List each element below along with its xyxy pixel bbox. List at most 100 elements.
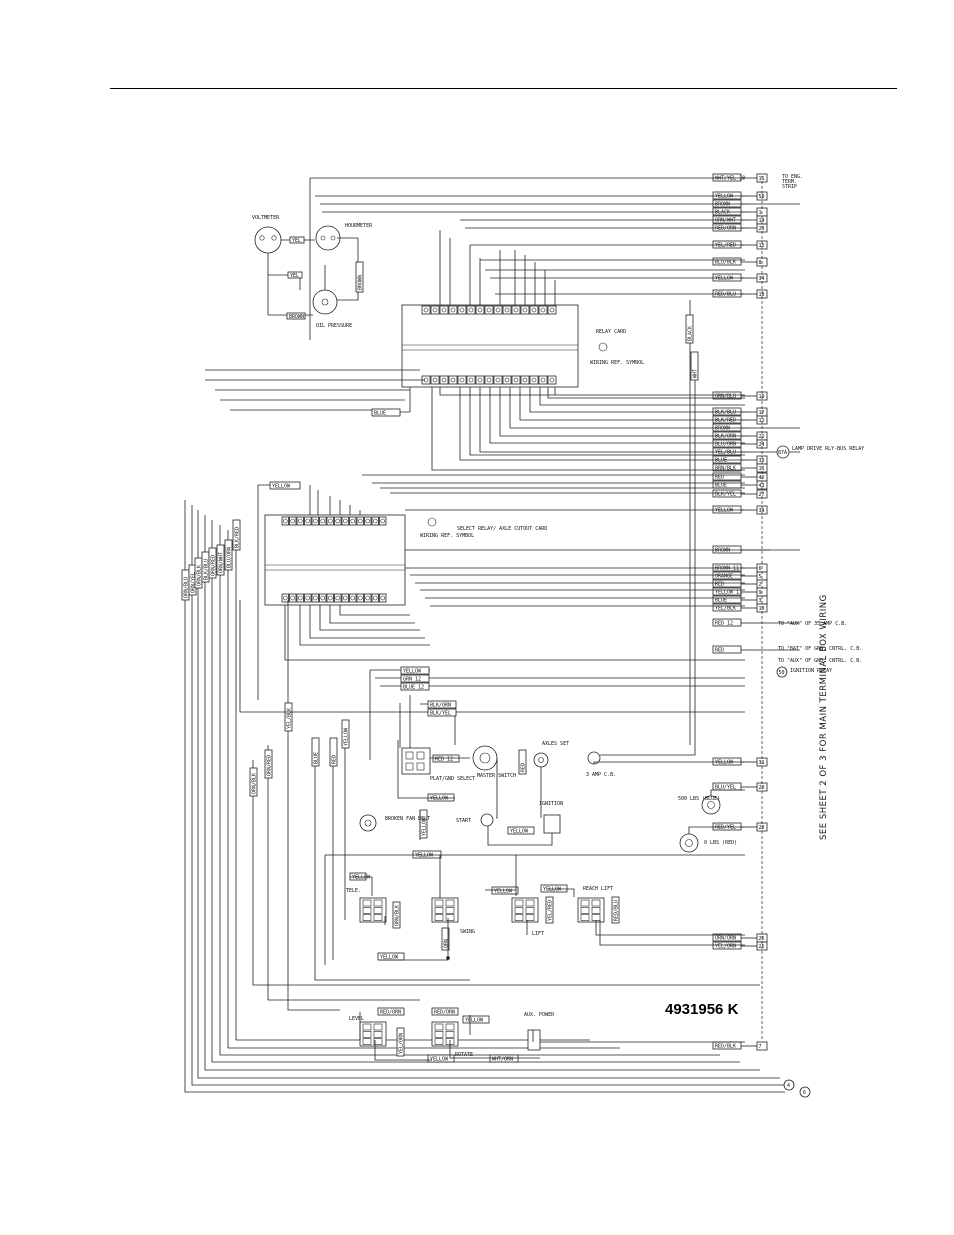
terminal-wire-tag-11-text: BLK/BLU bbox=[715, 410, 736, 416]
broken-fan-belt-light: BROKEN FAN BELT bbox=[359, 814, 430, 832]
terminal-number-text: 12 bbox=[759, 418, 765, 424]
ignition-relay-ref bbox=[776, 666, 788, 678]
terminal-number-text: 22 bbox=[759, 434, 765, 440]
lift-switch bbox=[511, 897, 539, 923]
tag-yel-orn-text: YEL/ORN bbox=[399, 1033, 405, 1054]
master-switch: MASTER SWITCH bbox=[472, 745, 516, 779]
terminal-wire-tag-20-text: BLUE bbox=[715, 483, 727, 489]
terminal-screw bbox=[511, 375, 521, 385]
hourmeter-label: HOURMETER bbox=[345, 223, 373, 229]
tag-red-v: RED bbox=[518, 749, 527, 775]
plat-gnd-select-switch: PLAT/GND SELECT bbox=[401, 747, 475, 782]
terminal-wire-tag-1: YELLOW bbox=[712, 191, 742, 200]
terminal-screw bbox=[296, 516, 304, 526]
tag-yel-orn: YEL/ORN bbox=[396, 1027, 405, 1057]
terminal-number-text: 17 bbox=[759, 410, 765, 416]
inner-vlabel-1-text: ORN/RED bbox=[267, 755, 273, 776]
terminal-screw bbox=[529, 305, 539, 315]
terminal-number-text: 7 bbox=[759, 1044, 762, 1050]
tag-yellow-aux-text: YELLOW bbox=[465, 1018, 484, 1024]
terminal-wire-tag-19-text: RED bbox=[715, 475, 724, 481]
tag-red12-plat-text: RED 12 bbox=[435, 757, 453, 763]
terminal-wire-tag-28-text: BLUE bbox=[715, 598, 727, 604]
terminal-number-text: 1 bbox=[759, 210, 762, 216]
tag-yellow-level: YELLOW bbox=[427, 1054, 455, 1063]
broken-fan-belt-label: BROKEN FAN BELT bbox=[385, 816, 430, 822]
terminal-wire-tag-17: BLUE bbox=[712, 455, 742, 464]
tag-yellow-select: YELLOW bbox=[269, 481, 301, 490]
terminal-wire-tag-15: BLU/ORN bbox=[712, 439, 742, 448]
terminal-wire-tag-6-text: YEL/RED bbox=[715, 243, 736, 249]
terminal-wire-tag-4-text: ORN/WHT bbox=[715, 218, 736, 224]
level-label: LEVEL bbox=[349, 1016, 364, 1022]
terminal-number-text: 8 bbox=[759, 260, 762, 266]
tag-yellow-reach: YELLOW bbox=[540, 884, 568, 893]
terminal-screw bbox=[371, 516, 379, 526]
tag-blk-yel-text: BLK/YEL bbox=[430, 711, 451, 717]
terminal-wire-tag-25: ORANGE bbox=[712, 571, 742, 580]
select-card-top-terminals bbox=[281, 516, 387, 526]
tag-red-v-text: RED bbox=[521, 763, 527, 772]
terminal-screw bbox=[341, 516, 349, 526]
terminal-wire-tag-34: RED/YEL bbox=[712, 822, 742, 831]
terminal-number-text: 19 bbox=[759, 394, 765, 400]
terminal-number-text: 18 bbox=[759, 292, 765, 298]
terminal-wire-tag-2: BROWN bbox=[712, 199, 742, 208]
plat-gnd-label: PLAT/GND SELECT bbox=[430, 776, 475, 782]
tag-yellow-plat-text: YELLOW bbox=[403, 669, 422, 675]
tag-yellow-bus: YELLOW bbox=[412, 850, 442, 859]
amp-cb: 3 AMP C.B. bbox=[586, 751, 616, 778]
note-lamp-drive: LAMP DRIVE RLY-BUS RELAY bbox=[792, 446, 864, 452]
terminal-wire-tag-23: BROWN bbox=[712, 545, 742, 554]
terminal-wire-tag-0-text: WHT/YEL 18 bbox=[715, 176, 745, 182]
terminal-wire-tag-29: YEL/BLK bbox=[712, 603, 742, 612]
left-vlabel-1-text: ORN/YEL bbox=[191, 572, 197, 593]
terminal-number-text: 58 bbox=[759, 194, 765, 200]
terminal-screw bbox=[364, 593, 372, 603]
tag-yellow-start-text: YELLOW bbox=[430, 796, 449, 802]
voltmeter-yel2-tag: YEL bbox=[290, 273, 299, 279]
terminal-number-text: 14 bbox=[759, 218, 765, 224]
tag-yellow-cir: YELLOW bbox=[349, 872, 371, 881]
terminal-wire-tag-13: BROWN bbox=[712, 423, 742, 432]
wiring-ref-symbol-1-label: WIRING REF. SYMBOL bbox=[590, 360, 644, 366]
junction-dot bbox=[446, 956, 450, 960]
ref-6-label: 6 bbox=[803, 1090, 806, 1096]
terminal-screw bbox=[281, 516, 289, 526]
tag-tele-v: ORN/BLK bbox=[392, 901, 401, 929]
tag-yellow-bus-text: YELLOW bbox=[415, 853, 434, 859]
terminal-wire-tag-36: YEL/ORN bbox=[712, 941, 742, 950]
inner-vlabel-4: RED bbox=[329, 737, 338, 767]
left-vlabel-6-text: BLU/ORN bbox=[227, 547, 233, 568]
terminal-screw bbox=[430, 375, 440, 385]
left-vlabel-2: ORN/BLK bbox=[194, 557, 203, 589]
terminal-number-text: 27 bbox=[759, 492, 765, 498]
terminal-wire-tag-21-text: BLK/YEL bbox=[715, 492, 736, 498]
terminal-wire-tag-12: BLK/RED bbox=[712, 415, 742, 424]
inner-vlabel-3-text: BLUE bbox=[314, 752, 320, 764]
rotate-label: ROTATE bbox=[455, 1052, 473, 1058]
terminal-wire-tag-29-text: YEL/BLK bbox=[715, 606, 736, 612]
swing-switch bbox=[431, 897, 459, 923]
tag-blue12: BLUE 12 bbox=[400, 682, 430, 691]
terminal-wire-tag-18: BRN/BLK bbox=[712, 463, 742, 472]
terminal-number-text: 34 bbox=[759, 508, 765, 514]
terminal-number-text: 28 bbox=[759, 825, 765, 831]
tag-yellow-lift-text: YELLOW bbox=[494, 889, 513, 895]
wiring-ref-symbol-1 bbox=[598, 342, 608, 352]
note-ignition-relay: IGNITION RELAY bbox=[790, 668, 832, 674]
terminal-wire-tag-26-text: RED bbox=[715, 582, 724, 588]
tag-grn12: GRN 12 bbox=[400, 674, 430, 683]
drawing-number: 4931956 K bbox=[665, 1001, 739, 1018]
terminal-screw bbox=[311, 593, 319, 603]
terminal-screw bbox=[421, 305, 431, 315]
lift-label: LIFT bbox=[532, 931, 544, 937]
terminal-wire-tag-14: BLK/ORN bbox=[712, 431, 742, 440]
terminal-wire-tag-9: RED/BLU bbox=[712, 289, 742, 298]
tag-blk-orn-text: BLK/ORN bbox=[430, 703, 451, 709]
terminal-wire-tag-23-text: BROWN bbox=[715, 548, 730, 554]
terminal-wire-tag-35: ORN/ORN bbox=[712, 933, 742, 942]
tag-wht-orn-text: WHT/ORN bbox=[492, 1057, 513, 1063]
select-relay-card bbox=[264, 514, 406, 606]
